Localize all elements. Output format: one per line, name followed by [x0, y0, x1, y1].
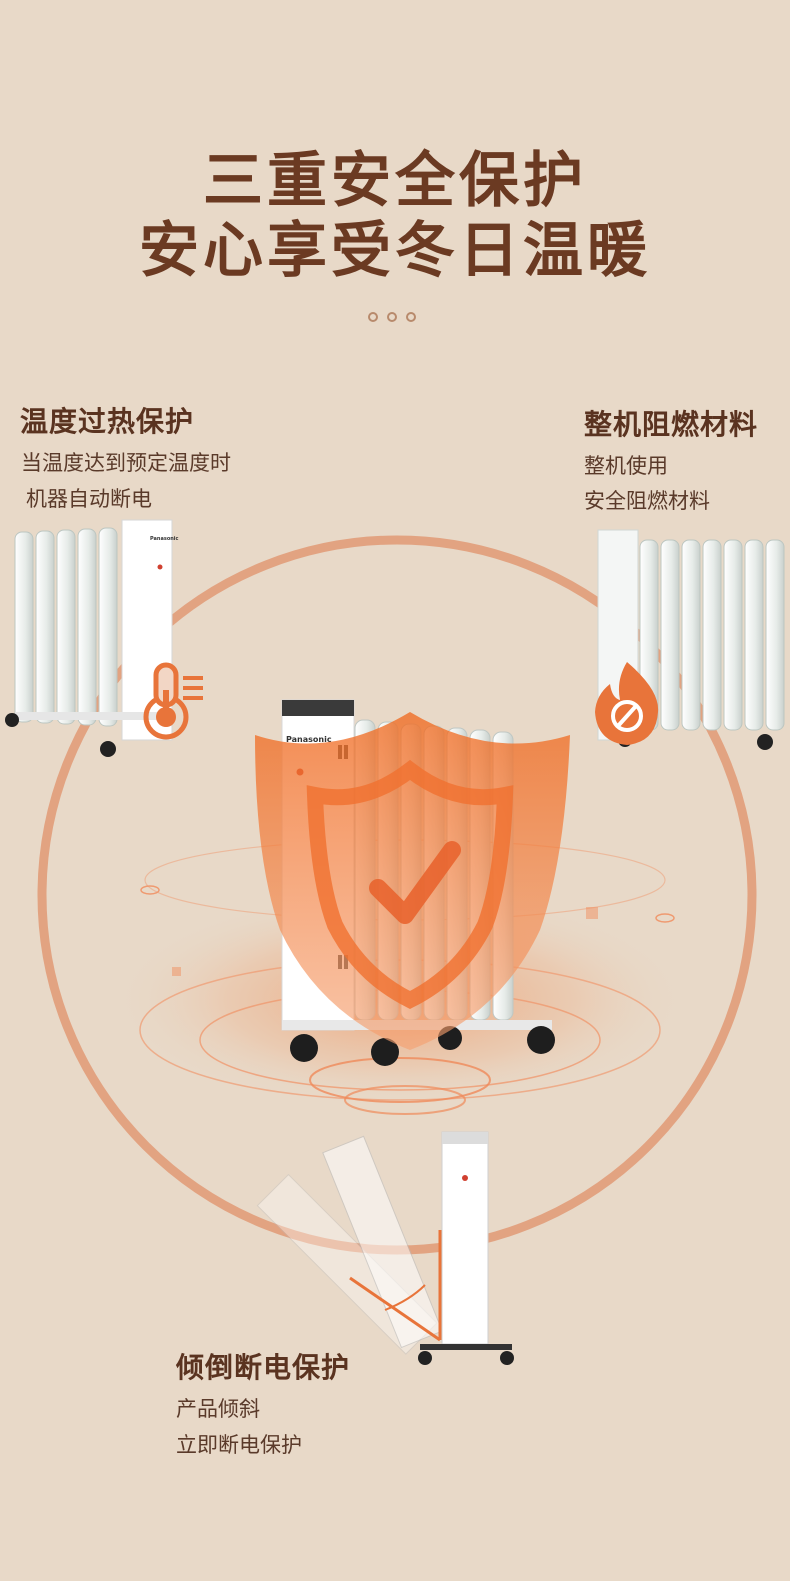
overheat-title: 温度过热保护 [20, 405, 195, 438]
left-heater: Panasonic [5, 519, 179, 757]
decorative-dots [368, 312, 416, 322]
svg-text:Panasonic: Panasonic [150, 536, 179, 542]
dot [406, 312, 416, 322]
overheat-line1: 当温度达到预定温度时 [21, 451, 231, 475]
tilt-line2: 立即断电保护 [176, 1433, 302, 1457]
tilt-heaters [256, 1131, 514, 1365]
flame-line2: 安全阻燃材料 [584, 489, 710, 513]
flame-title: 整机阻燃材料 [584, 408, 759, 441]
brand-logo: Panasonic [286, 735, 332, 744]
dot [387, 312, 397, 322]
tilt-line1: 产品倾斜 [176, 1397, 260, 1421]
overheat-line2: 机器自动断电 [26, 487, 152, 511]
headline-line1: 三重安全保护 [203, 146, 587, 216]
thermometer-icon [143, 662, 203, 740]
flame-prohibit-icon [595, 662, 659, 745]
tilt-title: 倾倒断电保护 [176, 1351, 351, 1384]
flame-line1: 整机使用 [584, 454, 668, 478]
dot [368, 312, 378, 322]
headline-line2: 安心享受冬日温暖 [139, 216, 651, 286]
shield-check-icon [255, 712, 570, 1050]
